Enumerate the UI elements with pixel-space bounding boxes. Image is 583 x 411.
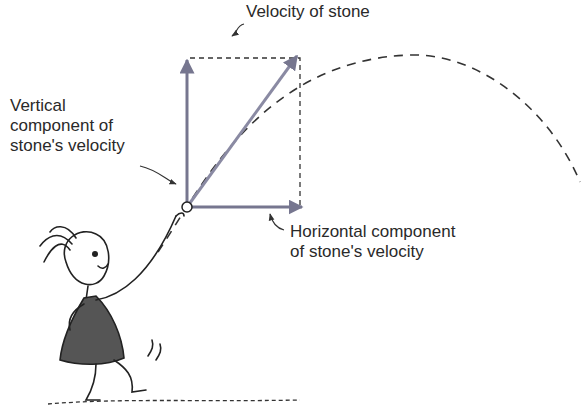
label-text: Velocity of stone <box>246 2 446 22</box>
label: Vertical component of stone's velocity <box>10 96 125 155</box>
girl-figure <box>40 213 184 400</box>
vertical-vector <box>186 60 189 207</box>
label-text: Vertical component of stone's velocity <box>10 96 142 156</box>
parallelogram-guide <box>190 58 300 207</box>
label-text: Horizontal component of stone's velocity <box>290 222 472 262</box>
stone <box>182 202 192 212</box>
label: Horizontal component of stone's velocity <box>290 222 455 261</box>
horizontal-vector <box>187 206 302 209</box>
velocity-vector <box>187 56 297 207</box>
leader-line <box>270 214 284 230</box>
label: Velocity of stone <box>246 2 370 21</box>
ground-line <box>48 400 300 404</box>
leader-line <box>232 24 244 36</box>
leader-line <box>140 166 176 184</box>
